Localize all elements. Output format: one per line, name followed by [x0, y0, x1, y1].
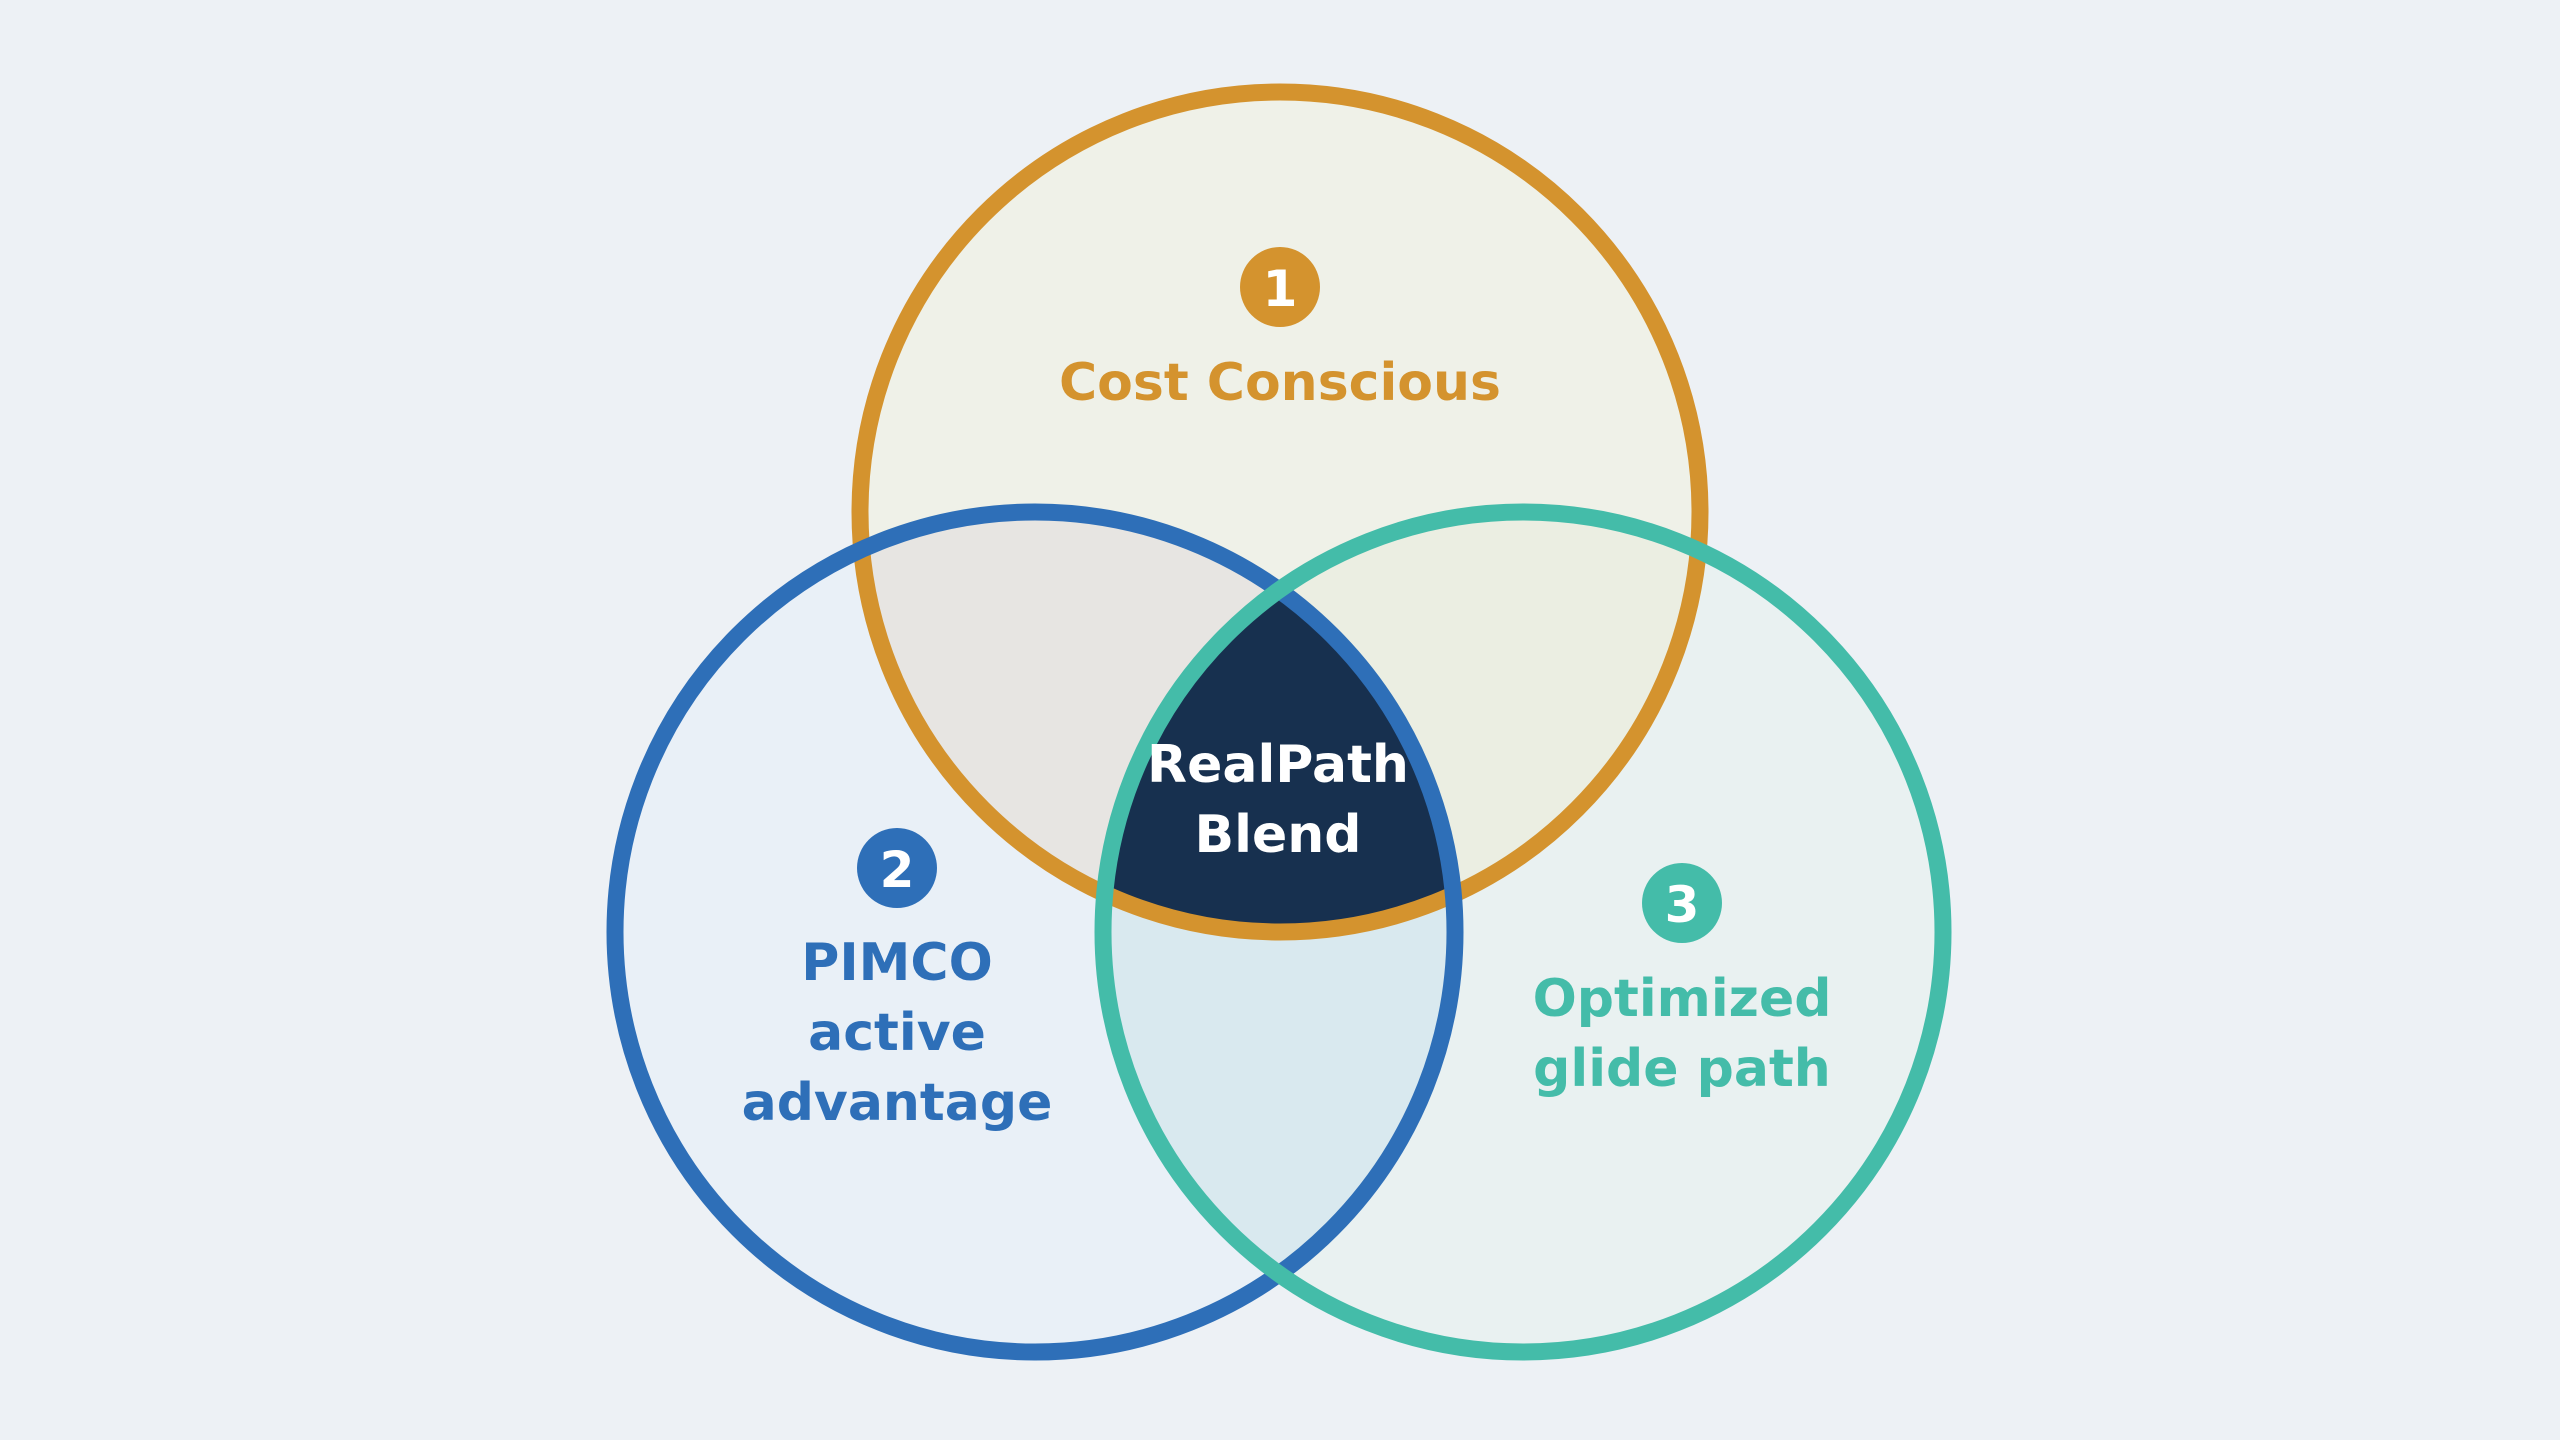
- pimco-active-advantage-label-line-3: advantage: [742, 1073, 1053, 1133]
- realpath-blend-group: RealPath Blend: [1147, 735, 1409, 865]
- optimized-glide-path-group: 3 Optimized glide path: [1533, 863, 1832, 1099]
- number-badge-3-text: 3: [1665, 876, 1700, 934]
- optimized-glide-path-outline: [1094, 503, 1952, 1361]
- pimco-active-advantage-label-line-2: active: [808, 1003, 986, 1063]
- pimco-active-advantage-label-line-1: PIMCO: [801, 933, 993, 993]
- cost-conscious-outline: [851, 83, 1709, 941]
- number-badge-2-text: 2: [880, 841, 915, 899]
- center-overlap: [1103, 512, 1455, 932]
- pimco-active-advantage-outline: [606, 503, 1464, 1361]
- number-badge-2-icon: [857, 828, 937, 908]
- cost-conscious-group: 1 Cost Conscious: [1059, 247, 1501, 413]
- number-badge-1-icon: [1240, 247, 1320, 327]
- number-badge-1-text: 1: [1263, 260, 1298, 318]
- optimized-glide-path-label-line-1: Optimized: [1533, 969, 1832, 1029]
- pimco-active-advantage-group: 2 PIMCO active advantage: [742, 828, 1053, 1133]
- cost-conscious-label: Cost Conscious: [1059, 353, 1501, 413]
- optimized-glide-path-label-line-2: glide path: [1533, 1039, 1831, 1099]
- realpath-blend-label-line-2: Blend: [1195, 805, 1362, 865]
- number-badge-3-icon: [1642, 863, 1722, 943]
- realpath-blend-label-line-1: RealPath: [1147, 735, 1409, 795]
